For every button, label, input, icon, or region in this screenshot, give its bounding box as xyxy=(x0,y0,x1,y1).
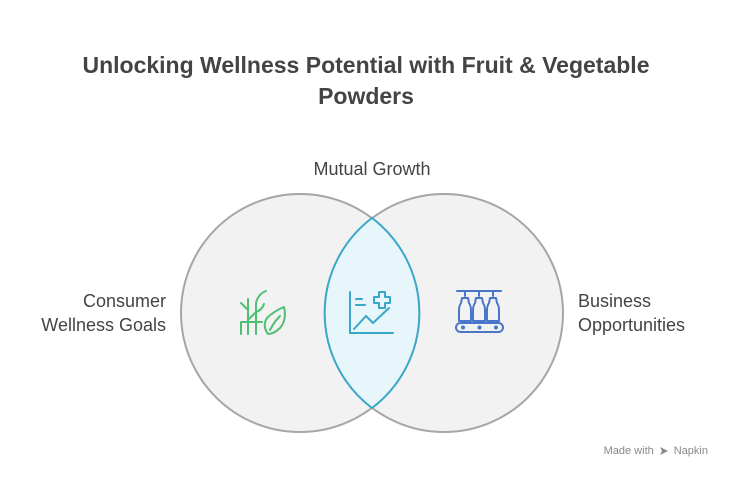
right-label-line2: Opportunities xyxy=(578,315,686,335)
plant-leaf-icon xyxy=(240,290,286,335)
growth-chart-plus-icon xyxy=(349,291,394,334)
diagram-title: Unlocking Wellness Potential with Fruit … xyxy=(82,52,650,109)
watermark-brand: Napkin xyxy=(673,445,708,457)
left-label-line2: Wellness Goals xyxy=(41,315,166,335)
bottle-production-line-icon xyxy=(455,290,504,333)
overlap-region xyxy=(323,216,421,410)
watermark-made-with: Made with xyxy=(603,445,654,457)
right-circle-label: Business Opportunities xyxy=(578,289,728,337)
right-label-line1: Business xyxy=(578,291,652,311)
overlap-label: Mutual Growth xyxy=(313,159,431,179)
napkin-logo-icon xyxy=(659,447,668,455)
left-circle-label: Consumer Wellness Goals xyxy=(10,289,166,337)
napkin-watermark: Made with Napkin xyxy=(604,445,708,457)
left-label-line1: Consumer xyxy=(82,291,166,311)
